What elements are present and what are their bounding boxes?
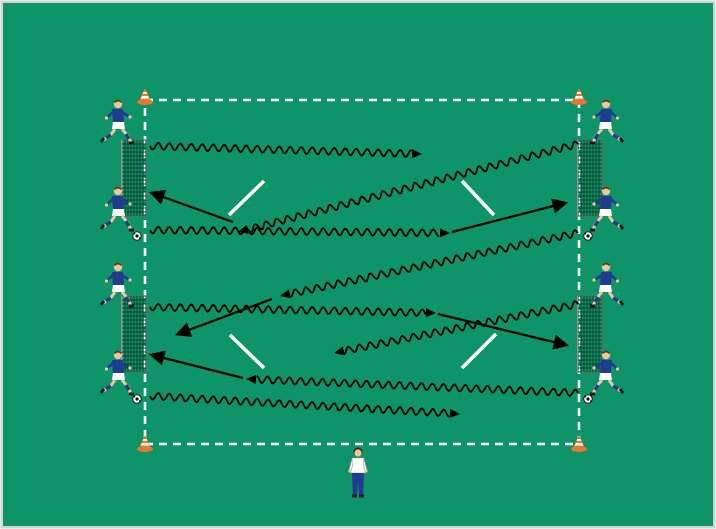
ball-right-lower-icon [584, 395, 592, 403]
ball-left-lower-icon [133, 395, 141, 403]
ball-left-upper-icon [133, 232, 141, 240]
ball-right-upper-icon [584, 232, 592, 240]
